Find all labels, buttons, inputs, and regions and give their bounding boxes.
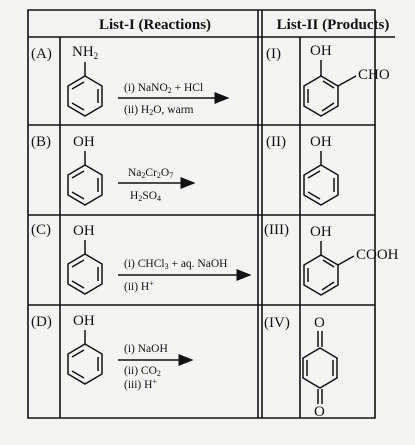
reagent-line-2: (ii) H2O, warm — [124, 104, 194, 117]
substituent-oh: OH — [73, 134, 95, 150]
group-cho: CHO — [358, 67, 390, 83]
substituent-nh2: NH2 — [72, 44, 98, 61]
reaction-label: (C) — [31, 222, 51, 238]
reagent-line-1: (i) CHCl3 + aq. NaOH — [124, 258, 227, 271]
substituent-oh: OH — [73, 313, 95, 329]
group-o-bottom: O — [314, 404, 325, 420]
phenol-structure: OH — [67, 134, 103, 206]
reagent-line-1: (i) NaNO2 + HCl — [124, 82, 203, 95]
row-c: (C) OH (i) CHCl3 + aq. NaOH (ii) H+ (III… — [31, 222, 399, 296]
row-b: (B) OH Na2Cr2O7 H2SO4 (II) OH — [31, 134, 339, 206]
salicylaldehyde-structure: OH CHO — [303, 43, 390, 117]
reaction-label: (B) — [31, 134, 51, 150]
reagent-line-2: (ii) H+ — [124, 279, 154, 293]
phenol-structure: OH — [67, 223, 103, 295]
product-label: (III) — [264, 222, 289, 238]
group-oh: OH — [310, 43, 332, 59]
product-label: (II) — [266, 134, 286, 150]
aniline-structure: NH2 — [67, 44, 103, 117]
group-oh: OH — [310, 224, 332, 240]
group-oh: OH — [310, 134, 332, 150]
reagent-line-2: (ii) CO2 — [124, 365, 161, 378]
product-label: (IV) — [264, 315, 290, 331]
row-d: (D) OH (i) NaOH (ii) CO2 (iii) H+ (IV) O… — [31, 313, 338, 420]
reaction-label: (D) — [31, 314, 52, 330]
header-list-i: List-I (Reactions) — [99, 17, 211, 33]
row-a: (A) NH2 (i) NaNO2 + HCl (ii) H2O, warm (… — [31, 43, 390, 117]
reagent-line-2: H2SO4 — [130, 190, 161, 203]
reagent-line-1: Na2Cr2O7 — [128, 167, 173, 180]
group-o-top: O — [314, 315, 325, 331]
header-list-ii: List-II (Products) — [277, 17, 390, 33]
product-label: (I) — [266, 46, 281, 62]
reagent-line-1: (i) NaOH — [124, 343, 168, 355]
table-grid — [27, 9, 395, 419]
phenol-product-structure: OH — [303, 134, 339, 206]
substituent-oh: OH — [73, 223, 95, 239]
salicylic-acid-structure: OH COOH — [303, 224, 399, 296]
group-cooh: COOH — [356, 247, 399, 263]
phenol-structure: OH — [67, 313, 103, 385]
reagent-line-3: (iii) H+ — [124, 377, 157, 391]
p-benzoquinone-structure: O O — [302, 315, 338, 420]
reaction-label: (A) — [31, 46, 52, 62]
